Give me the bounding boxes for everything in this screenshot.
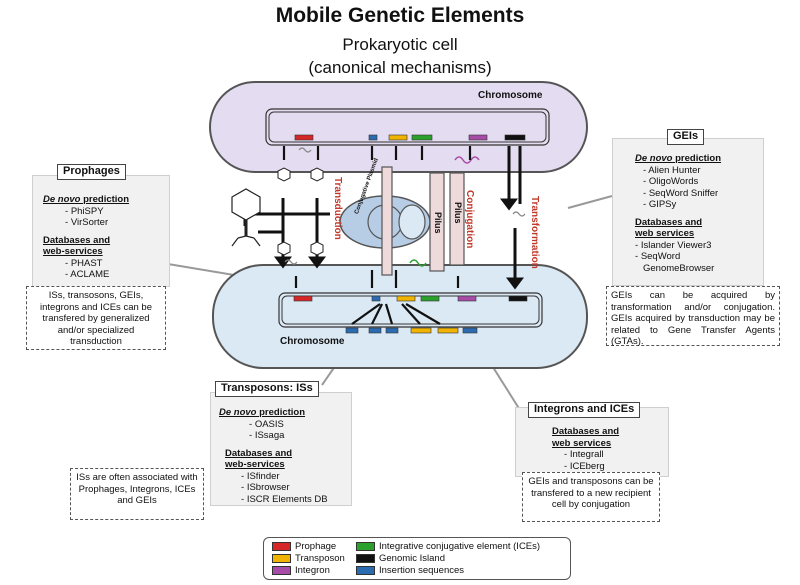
transposons-db-3: - ISCR Elements DB [241, 493, 328, 505]
geis-note: GEIs can be acquired by transformation a… [606, 286, 780, 347]
integrons-db-2: - ICEberg [564, 460, 605, 472]
pilus-right-label: Pilus [453, 202, 463, 224]
transposons-tool-1: - OASIS [249, 418, 284, 430]
prophages-db-2: - ACLAME [65, 269, 110, 280]
pilus-left-label: Pilus [433, 212, 443, 234]
legend-swatch [356, 565, 375, 575]
geis-panel: GEIs De novo prediction - Alien Hunter -… [612, 129, 764, 286]
prophages-note: ISs, transosons, GEIs, integrons and ICE… [26, 286, 166, 350]
legend-swatch [356, 553, 375, 563]
transposons-title: Transposons: ISs [215, 381, 319, 397]
legend-item-integron: Integron [272, 565, 330, 576]
transposon-gene-top [388, 134, 408, 141]
transposons-panel: Transposons: ISs De novo prediction - OA… [210, 381, 352, 506]
prophages-title: Prophages [57, 164, 126, 180]
recipient-cell [212, 264, 588, 369]
legend: Prophage Transposon Integron Integrative… [263, 537, 571, 580]
geis-db-2: - SeqWord [635, 251, 681, 262]
is-gene-top [368, 134, 378, 141]
legend-swatch [356, 541, 375, 551]
pilus-left [429, 172, 445, 272]
geis-denovo: De novo [635, 153, 673, 164]
legend-item-prophage: Prophage [272, 541, 336, 552]
page-title: Mobile Genetic Elements [275, 4, 525, 27]
legend-swatch [272, 541, 291, 551]
integrons-title: Integrons and ICEs [528, 402, 641, 418]
integron-gene-top [468, 134, 488, 141]
legend-swatch [272, 565, 291, 575]
conjugation-label: Conjugation [464, 190, 475, 249]
prophages-db-1: - PHAST [65, 257, 103, 269]
bottom-chromosome [278, 292, 543, 328]
bottom-chromosome-label: Chromosome [280, 336, 345, 347]
page-subtitle: Prokaryotic cell [342, 35, 458, 54]
gei-gene-top [504, 134, 526, 141]
prophages-tool-1: - PhiSPY [65, 205, 104, 217]
prophages-tool-2: - VirSorter [65, 217, 109, 228]
geis-tool-2: - OligoWords [643, 176, 699, 187]
geis-tool-3: - SeqWord Sniffer [643, 187, 719, 199]
prophages-denovo: De novo [43, 194, 81, 205]
plasmid-transfer-tube [381, 166, 393, 276]
geis-tool-4: - GIPSy [643, 199, 677, 210]
pilus-right [449, 172, 465, 266]
legend-swatch [272, 553, 291, 563]
legend-item-transposon: Transposon [272, 553, 345, 564]
legend-item-insertion-sequences: Insertion sequences [356, 565, 464, 576]
integrons-db-1: - Integrall [564, 449, 604, 460]
transposons-tool-2: - ISsaga [249, 430, 285, 441]
transposons-note: ISs are often associated with Prophages,… [70, 468, 204, 520]
geis-db-1: - Islander Viewer3 [635, 239, 712, 251]
phage-icon [231, 188, 261, 247]
connector-geis [567, 195, 613, 209]
top-chromosome-label: Chromosome [478, 90, 543, 101]
ice-gene-top [411, 134, 433, 141]
integrons-note: GEIs and transposons can be transfered t… [522, 472, 660, 522]
prophages-panel: Prophages De novo prediction - PhiSPY - … [32, 164, 170, 287]
page-subtitle-2: (canonical mechanisms) [308, 58, 492, 77]
legend-item-ice: Integrative conjugative element (ICEs) [356, 541, 540, 552]
transposons-denovo: De novo [219, 407, 257, 418]
transformation-label: Transformation [529, 196, 540, 269]
geis-title: GEIs [667, 129, 705, 145]
transposons-db-2: - ISbrowser [241, 482, 290, 493]
prophage-gene-top [294, 134, 314, 141]
transposons-db-1: - ISfinder [241, 470, 280, 482]
legend-item-genomic-island: Genomic Island [356, 553, 445, 564]
geis-db-3: GenomeBrowser [643, 262, 715, 274]
top-chromosome [265, 108, 550, 146]
geis-tool-1: - Alien Hunter [643, 164, 701, 176]
transduction-label: Transduction [332, 177, 343, 240]
